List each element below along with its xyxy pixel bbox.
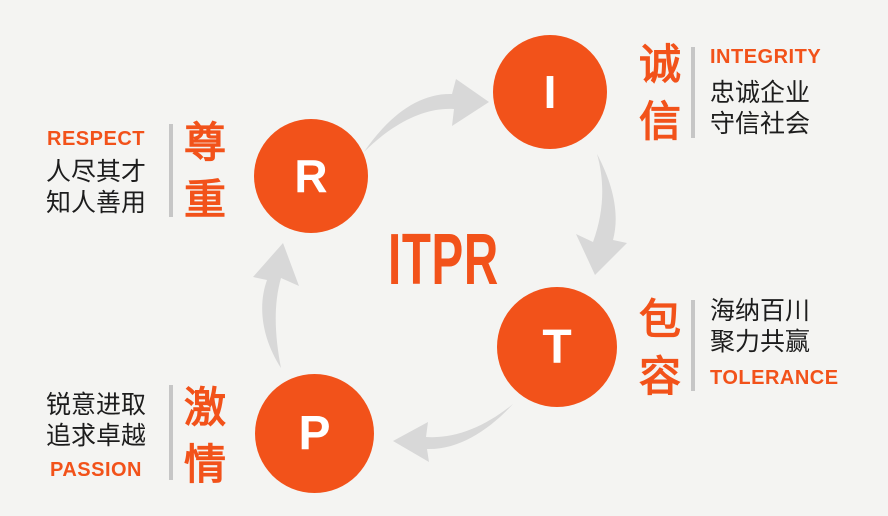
integrity-divider [691,47,695,138]
integrity-cn-heading: 诚信 [638,41,681,145]
passion-cn-heading: 激情 [183,384,226,488]
respect-divider [169,124,173,217]
node-letter-passion: P [298,407,331,460]
respect-text-block: RESPECT 人尽其才 知人善用 [38,127,154,219]
integrity-desc-line2: 守信社会 [710,110,811,138]
passion-en-label: PASSION [49,459,143,481]
tolerance-en-label: TOLERANCE [710,367,839,389]
node-circle-respect: R [254,119,368,233]
respect-cn-heading: 尊重 [183,119,226,223]
node-letter-tolerance: T [542,320,572,374]
node-circle-integrity: I [493,35,607,149]
integrity-text-block: INTEGRITY 忠诚企业 守信社会 [710,45,821,140]
node-letter-respect: R [294,150,328,202]
curved-arrow-t-to-p-icon [393,404,513,462]
respect-desc-line2: 知人善用 [45,189,146,217]
node-circle-tolerance: T [497,287,617,407]
tolerance-divider [691,300,695,391]
passion-divider [169,385,173,480]
respect-en-label: RESPECT [47,128,145,150]
curved-arrow-r-to-i-icon [364,79,489,152]
node-circle-passion: P [255,374,374,493]
tolerance-desc-line1: 海纳百川 [710,297,811,325]
passion-desc-line1: 锐意进取 [45,391,146,419]
node-letter-integrity: I [543,66,557,118]
tolerance-cn-heading: 包容 [638,296,681,400]
curved-arrow-p-to-r-icon [253,243,299,368]
integrity-desc-line1: 忠诚企业 [710,79,811,107]
passion-text-block: 锐意进取 追求卓越 PASSION [38,390,154,482]
tolerance-text-block: 海纳百川 聚力共赢 TOLERANCE [710,296,839,390]
respect-desc-line1: 人尽其才 [45,158,146,186]
center-title: ITPR [388,220,499,300]
passion-desc-line2: 追求卓越 [45,422,146,450]
integrity-en-label: INTEGRITY [710,46,822,68]
curved-arrow-i-to-t-icon [576,154,627,275]
tolerance-desc-line2: 聚力共赢 [710,328,811,356]
